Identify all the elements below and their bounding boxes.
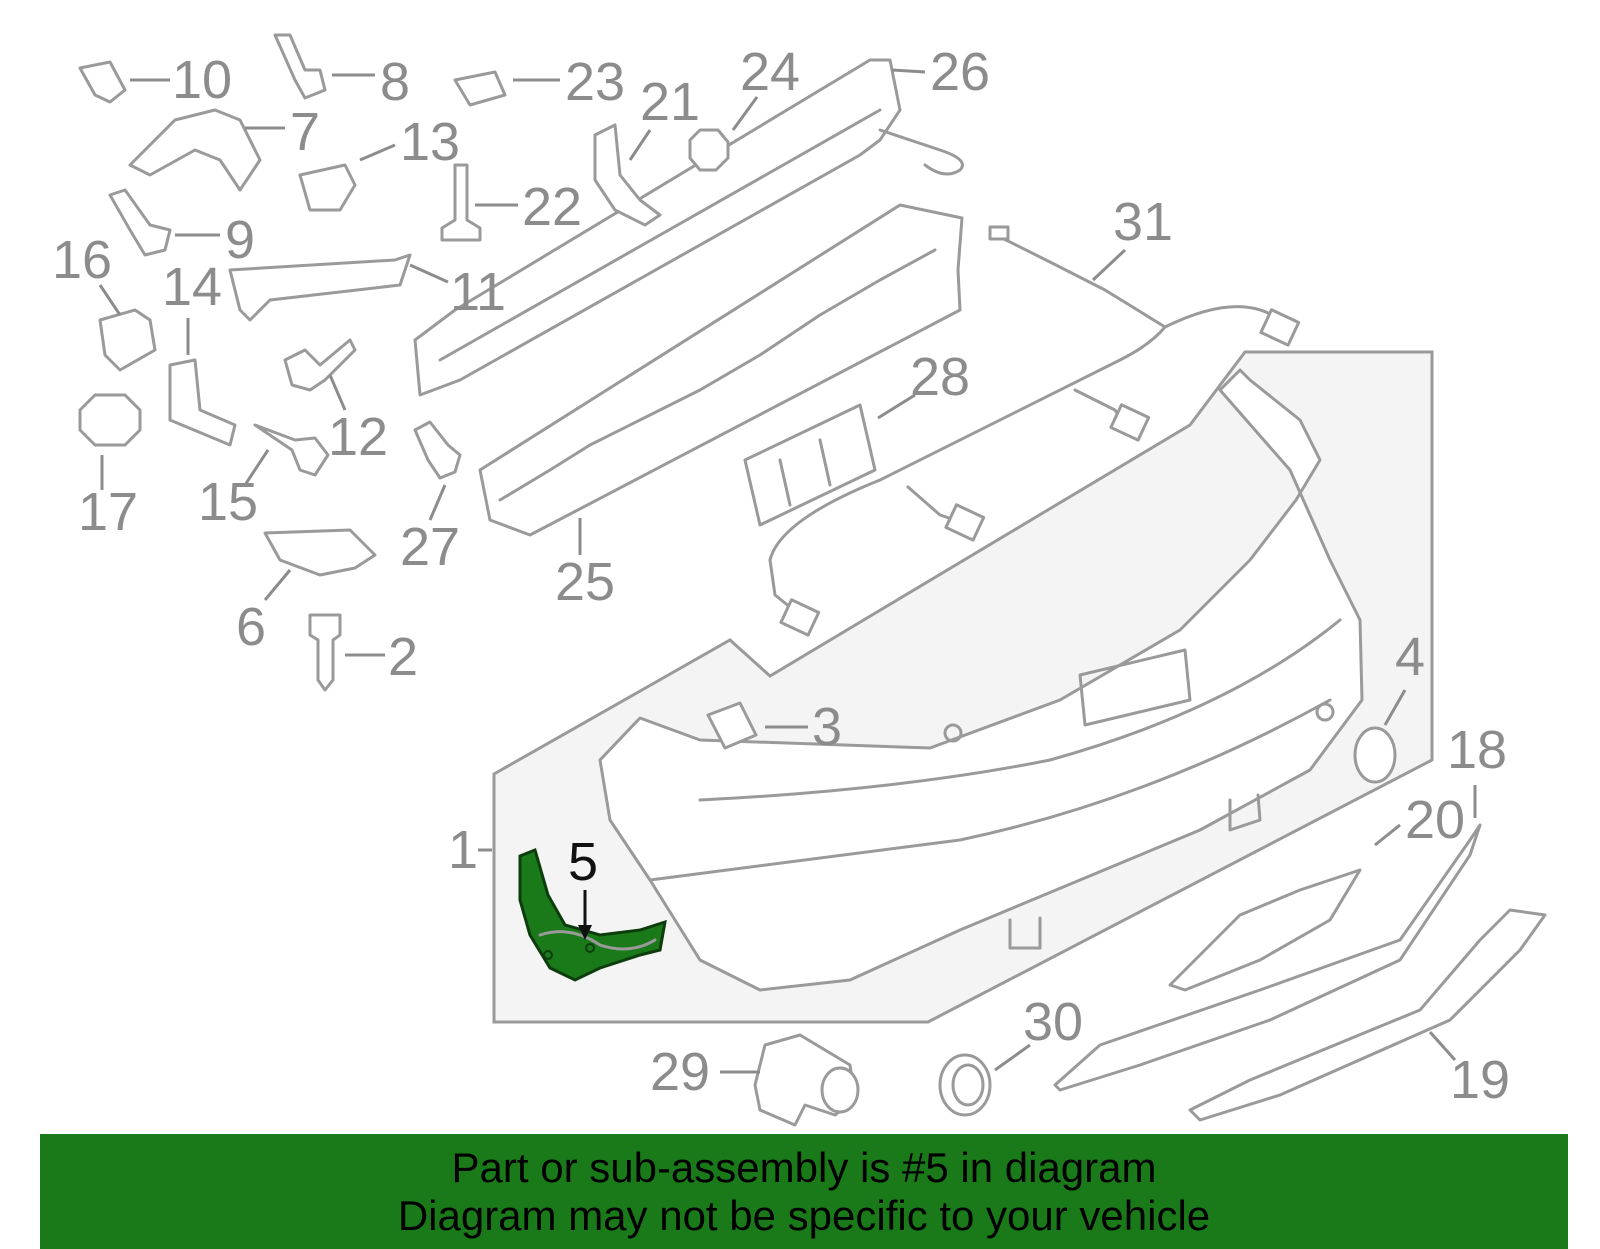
part-16 bbox=[98, 308, 157, 372]
part-23 bbox=[453, 70, 507, 107]
part-12 bbox=[283, 338, 357, 392]
callout-label-25: 25 bbox=[555, 552, 615, 612]
callout-label-7: 7 bbox=[290, 102, 320, 162]
callout-label-31: 31 bbox=[1113, 192, 1173, 252]
callout-9: 9 bbox=[175, 210, 255, 270]
callout-5: 5 bbox=[568, 832, 598, 940]
callout-label-1: 1 bbox=[448, 820, 478, 880]
part-18 bbox=[1053, 823, 1482, 1092]
callout-19: 19 bbox=[1428, 1031, 1510, 1110]
part-28 bbox=[743, 403, 877, 527]
banner-line-1: Part or sub-assembly is #5 in diagram bbox=[451, 1143, 1157, 1191]
wiring-harness-31 bbox=[768, 225, 1301, 637]
callout-25: 25 bbox=[555, 518, 615, 612]
callout-label-27: 27 bbox=[400, 517, 460, 577]
callout-label-26: 26 bbox=[930, 42, 990, 102]
part-19 bbox=[1188, 908, 1547, 1122]
callout-2: 2 bbox=[345, 627, 418, 687]
part-20 bbox=[1168, 868, 1362, 992]
callout-label-5: 5 bbox=[568, 832, 598, 892]
callout-10: 10 bbox=[130, 50, 232, 110]
callout-label-29: 29 bbox=[650, 1042, 710, 1102]
callout-30: 30 bbox=[994, 992, 1083, 1072]
callout-label-16: 16 bbox=[52, 230, 112, 290]
callout-17: 17 bbox=[78, 455, 138, 542]
callout-7: 7 bbox=[245, 102, 320, 162]
callout-20: 20 bbox=[1374, 790, 1465, 850]
callout-26: 26 bbox=[891, 42, 990, 102]
callout-22: 22 bbox=[475, 177, 582, 237]
part-8 bbox=[273, 33, 327, 100]
callout-12: 12 bbox=[328, 374, 388, 467]
callout-label-9: 9 bbox=[225, 210, 255, 270]
callout-label-3: 3 bbox=[812, 697, 842, 757]
part-13 bbox=[298, 163, 357, 212]
callout-label-15: 15 bbox=[198, 472, 258, 532]
part-10 bbox=[78, 60, 127, 104]
callout-label-24: 24 bbox=[740, 42, 800, 102]
callout-31: 31 bbox=[1091, 192, 1173, 282]
callout-21: 21 bbox=[628, 72, 700, 161]
callout-label-22: 22 bbox=[522, 177, 582, 237]
part-14 bbox=[168, 358, 237, 447]
callout-3: 3 bbox=[765, 697, 842, 757]
part-4 bbox=[1353, 726, 1397, 784]
callout-4: 4 bbox=[1383, 627, 1425, 726]
callout-23: 23 bbox=[513, 52, 625, 112]
part-27 bbox=[413, 420, 462, 480]
callout-label-11: 11 bbox=[450, 262, 506, 322]
callout-label-8: 8 bbox=[380, 52, 410, 112]
bumper-cover bbox=[598, 368, 1364, 992]
callout-6: 6 bbox=[236, 569, 292, 657]
part-15 bbox=[253, 423, 330, 477]
callout-label-19: 19 bbox=[1450, 1050, 1510, 1110]
callout-label-2: 2 bbox=[388, 627, 418, 687]
callout-1: 1 bbox=[448, 820, 492, 880]
callout-8: 8 bbox=[332, 52, 410, 112]
part-7 bbox=[128, 108, 262, 192]
part-9 bbox=[108, 188, 172, 257]
part-22 bbox=[440, 163, 482, 242]
callout-15: 15 bbox=[198, 449, 270, 532]
callout-label-23: 23 bbox=[565, 52, 625, 112]
part-17 bbox=[78, 393, 142, 447]
part-2 bbox=[308, 613, 342, 692]
part-24 bbox=[688, 128, 730, 172]
banner-line-2: Diagram may not be specific to your vehi… bbox=[397, 1191, 1211, 1239]
reinforcement-26 bbox=[413, 58, 902, 397]
callout-label-14: 14 bbox=[162, 257, 222, 317]
callout-11: 11 bbox=[409, 262, 506, 322]
callout-label-10: 10 bbox=[172, 50, 232, 110]
callout-24: 24 bbox=[731, 42, 800, 131]
callout-label-17: 17 bbox=[78, 482, 138, 542]
callout-label-13: 13 bbox=[400, 112, 460, 172]
callout-label-30: 30 bbox=[1023, 992, 1083, 1052]
callout-label-4: 4 bbox=[1395, 627, 1425, 687]
callout-label-20: 20 bbox=[1405, 790, 1465, 850]
absorber-25 bbox=[478, 203, 964, 537]
callout-14: 14 bbox=[162, 257, 222, 355]
part-11 bbox=[228, 253, 412, 322]
callout-16: 16 bbox=[52, 230, 122, 316]
callout-18: 18 bbox=[1447, 720, 1507, 818]
info-banner: Part or sub-assembly is #5 in diagram Di… bbox=[40, 1134, 1568, 1249]
callout-label-21: 21 bbox=[640, 72, 700, 132]
callout-13: 13 bbox=[359, 112, 460, 172]
callout-27: 27 bbox=[400, 484, 460, 577]
callout-label-18: 18 bbox=[1447, 720, 1507, 780]
callout-label-12: 12 bbox=[328, 407, 388, 467]
part-6 bbox=[263, 528, 377, 577]
callout-28: 28 bbox=[877, 347, 970, 420]
callout-label-6: 6 bbox=[236, 597, 266, 657]
part-21 bbox=[593, 123, 662, 227]
callout-29: 29 bbox=[650, 1042, 760, 1102]
callout-label-28: 28 bbox=[910, 347, 970, 407]
part-3 bbox=[706, 701, 758, 750]
